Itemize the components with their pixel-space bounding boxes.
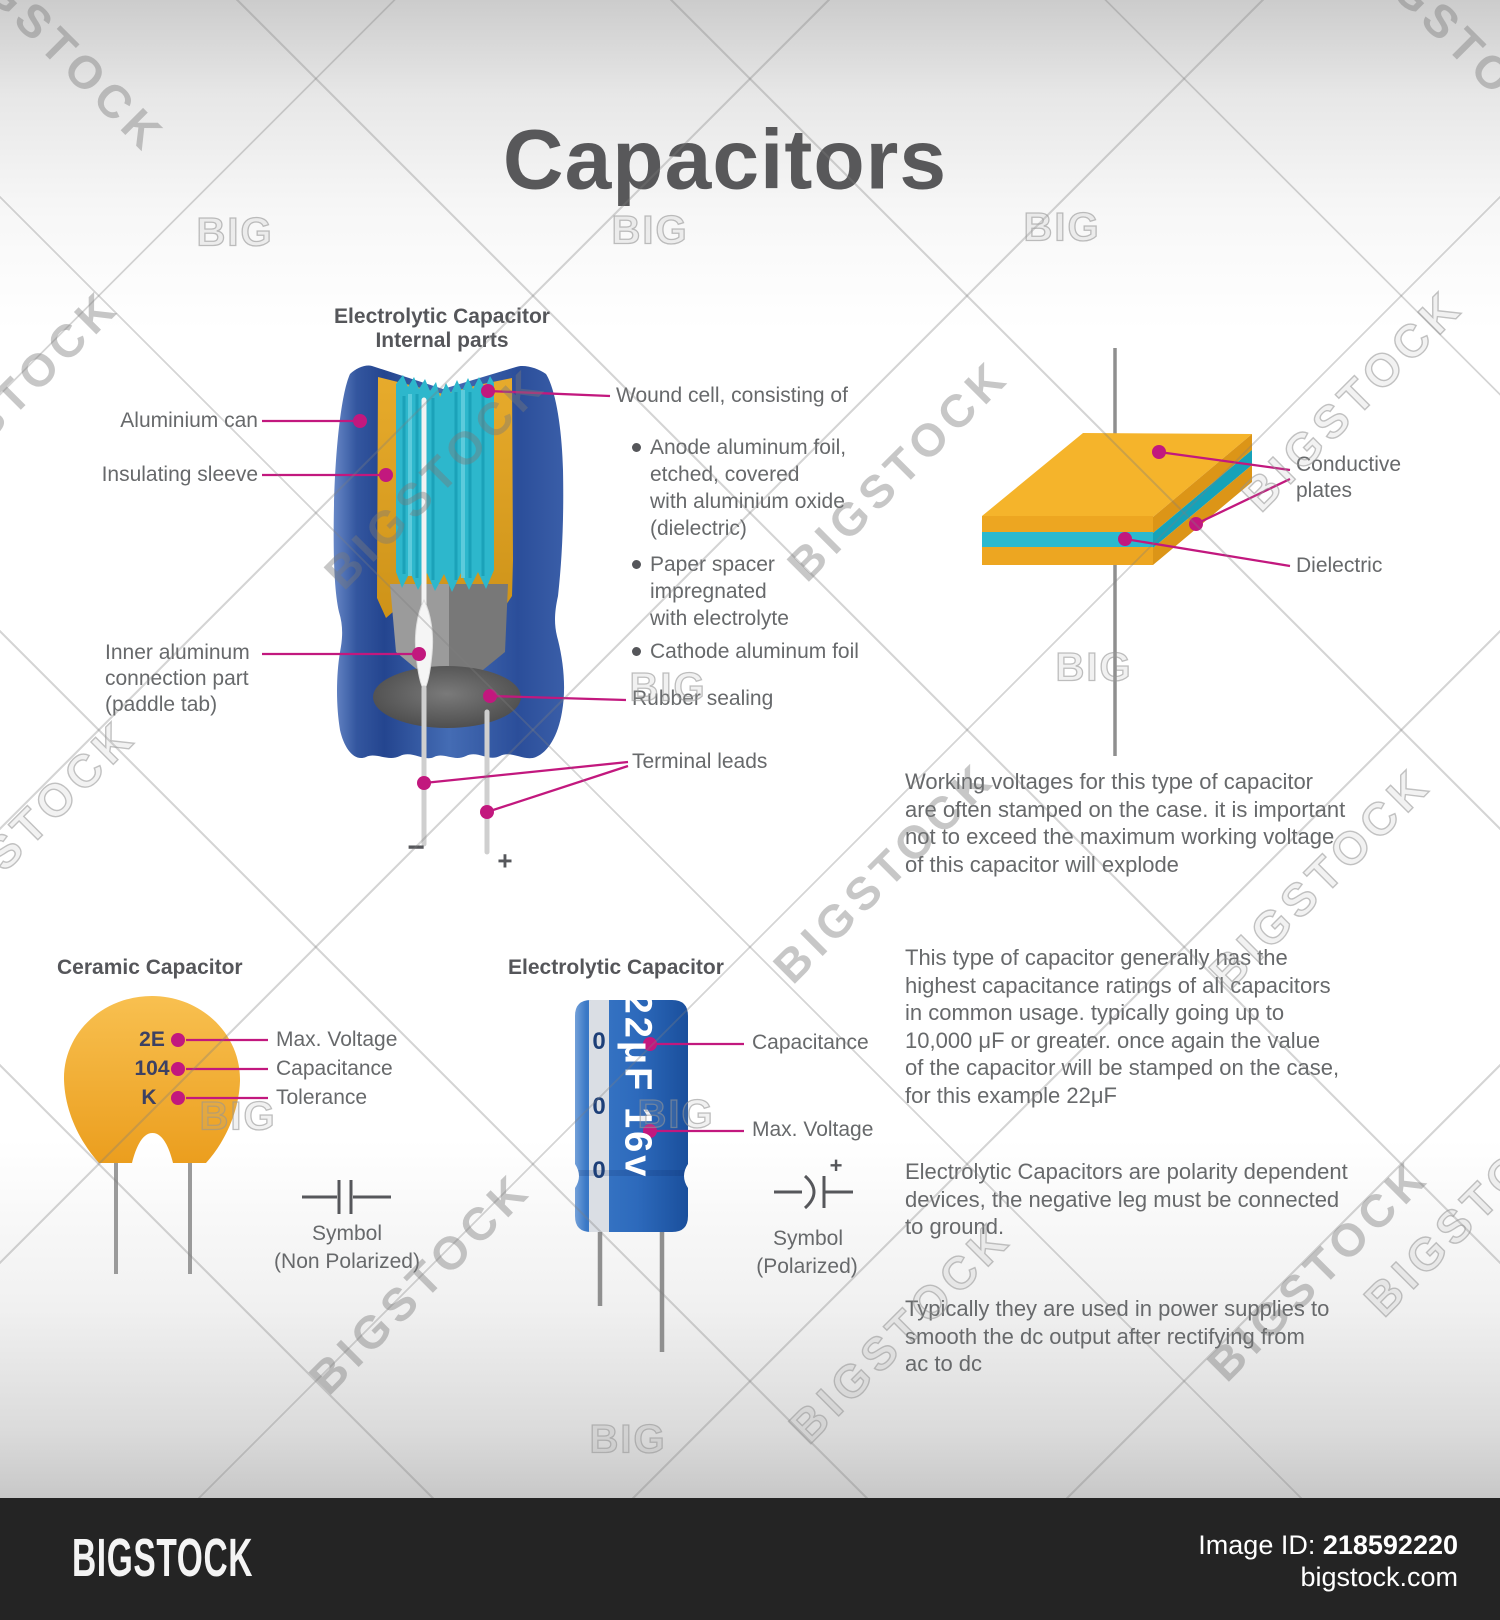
image-id-line: Image ID: 218592220 [1198, 1530, 1458, 1561]
internal-capacitor-illustration [333, 365, 565, 855]
electrolytic-heading: Electrolytic Capacitor [508, 956, 724, 979]
label-ec-max-voltage: Max. Voltage [752, 1118, 874, 1141]
ceramic-marking-capacitance: 104 [134, 1057, 170, 1080]
plate-top-face [982, 433, 1252, 517]
internal-heading-line2: Internal parts [375, 329, 509, 352]
rubber-sealing-shape [373, 666, 521, 728]
label-rubber-sealing: Rubber sealing [632, 687, 774, 710]
paragraph-capacitance-ratings: This type of capacitor generally has the… [905, 945, 1340, 1108]
bullet-anode: Anode aluminum foil, etched, covered wit… [632, 434, 846, 542]
plate-front-bottom [982, 547, 1153, 565]
symbol-plus-sign: + [829, 1153, 843, 1178]
leader-dots [171, 384, 1203, 1138]
bullet-paper-spacer-text: Paper spacer impregnated with electrolyt… [650, 553, 789, 630]
paragraph-power-supplies: Typically they are used in power supplie… [905, 1296, 1330, 1376]
dielectric-side [1153, 450, 1252, 548]
leader-lines [186, 389, 1291, 1133]
label-ceramic-capacitance: Capacitance [276, 1057, 393, 1080]
label-paddle-tab: Inner aluminum connection part (paddle t… [105, 641, 250, 716]
paragraph-polarity: Electrolytic Capacitors are polarity dep… [905, 1159, 1348, 1239]
core-block-right [449, 584, 508, 690]
bullet-cathode: Cathode aluminum foil [632, 638, 859, 665]
ceramic-heading: Ceramic Capacitor [57, 956, 243, 979]
symbol-non-polarized [302, 1180, 391, 1214]
label-insulating-sleeve: Insulating sleeve [101, 463, 258, 486]
image-id-value: 218592220 [1322, 1530, 1458, 1560]
electrolytic-body-text: 22μF 16v [616, 992, 659, 1180]
bullet-dot [632, 647, 641, 656]
label-conductive-plates: Conductive plates [1296, 453, 1402, 502]
label-ceramic-tolerance: Tolerance [276, 1086, 368, 1109]
bullet-cathode-text: Cathode aluminum foil [650, 640, 859, 663]
ceramic-marking-voltage: 2E [139, 1028, 165, 1051]
ceramic-capacitor-illustration [63, 996, 241, 1274]
stripe-mark: 0 [592, 1028, 606, 1055]
label-aluminium-can: Aluminium can [120, 409, 258, 432]
ec-crimp-shade [575, 1170, 688, 1176]
bullet-paper-spacer: Paper spacer impregnated with electrolyt… [632, 551, 789, 632]
ceramic-symbol-caption2: (Non Polarized) [274, 1250, 420, 1273]
page-title: Capacitors [502, 112, 948, 207]
internal-heading: Electrolytic Capacitor Internal parts [334, 305, 550, 353]
dielectric-front [982, 532, 1153, 547]
electrolytic-capacitor-illustration [575, 1000, 688, 1352]
electrolytic-symbol-caption: Symbol [772, 1227, 844, 1250]
electrolytic-symbol-caption2: (Polarized) [756, 1255, 858, 1278]
stripe-mark: 0 [592, 1093, 606, 1120]
bigstock-logo: BIGSTOCK [72, 1528, 254, 1588]
foil-highlights [408, 390, 465, 578]
ec-polarity-stripe [589, 1000, 609, 1232]
stripe-mark: 0 [592, 1157, 606, 1184]
foil-stripes [402, 390, 485, 580]
symbol-polarized [774, 1174, 853, 1210]
label-wound-cell: Wound cell, consisting of [616, 384, 848, 407]
label-terminal-leads: Terminal leads [632, 750, 768, 773]
footer-bar: BIGSTOCK Image ID: 218592220 bigstock.co… [0, 1498, 1500, 1620]
plus-sign: + [497, 845, 513, 876]
site-link: bigstock.com [1300, 1562, 1458, 1592]
plate-side-bottom [1153, 465, 1252, 565]
image-id-label: Image ID: [1198, 1530, 1323, 1560]
internal-heading-line1: Electrolytic Capacitor [334, 305, 550, 328]
bullet-dot [632, 560, 641, 569]
plate-side-top [1153, 434, 1252, 533]
plate-front-top [982, 516, 1153, 532]
minus-sign: − [407, 831, 425, 864]
label-ec-capacitance: Capacitance [752, 1031, 869, 1054]
ceramic-symbol-caption: Symbol [311, 1222, 383, 1245]
paragraph-working-voltages: Working voltages for this type of capaci… [905, 769, 1346, 877]
ceramic-marking-tolerance: K [141, 1086, 157, 1109]
bullet-dot [632, 443, 641, 452]
label-dielectric: Dielectric [1296, 554, 1383, 577]
ceramic-disc-shape [63, 996, 241, 1163]
bullet-anode-text: Anode aluminum foil, etched, covered wit… [650, 436, 847, 540]
label-ceramic-max-voltage: Max. Voltage [276, 1028, 398, 1051]
plate-capacitor-illustration [982, 348, 1252, 756]
